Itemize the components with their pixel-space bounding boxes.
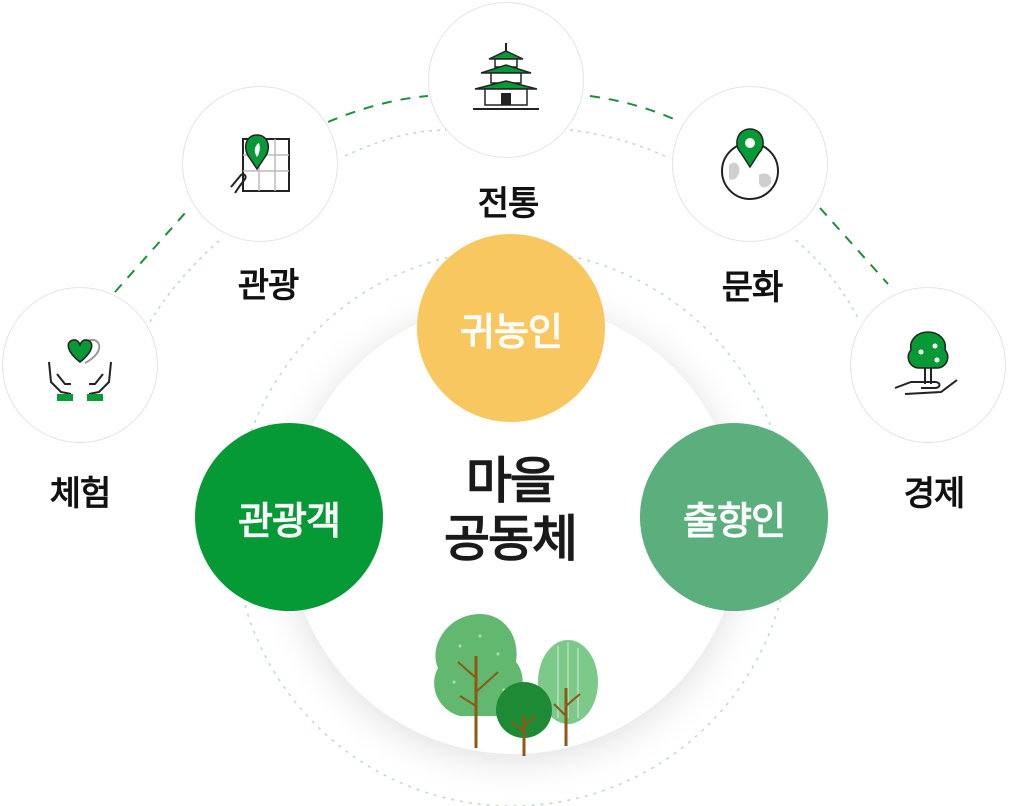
member-native: 출향인	[640, 423, 828, 611]
pagoda-icon	[473, 43, 539, 110]
label-economy: 경제	[903, 474, 966, 514]
forest-illustration	[434, 614, 598, 756]
center-title-line2: 공동체	[444, 510, 578, 568]
hand-tree-icon	[894, 331, 958, 395]
dash-tourism-tradition	[327, 95, 429, 123]
dash-tradition-culture	[589, 95, 677, 121]
label-experience: 체험	[49, 474, 112, 514]
dot-inner-top-right	[569, 129, 666, 157]
tree-medium	[434, 614, 523, 716]
map-pin-leaf-icon	[230, 134, 290, 194]
tradition-circle	[428, 2, 584, 158]
dot-inner-top-left	[344, 129, 447, 157]
dash-experience-tourism	[114, 211, 187, 293]
center-title-line1: 마을	[466, 452, 556, 510]
caring-hands-heart-icon	[48, 338, 112, 401]
tree-dark	[496, 682, 552, 738]
dash-culture-economy	[819, 207, 889, 285]
experience-circle	[2, 287, 158, 443]
dot-inner-right	[795, 239, 859, 319]
label-tourism: 관광	[237, 266, 300, 306]
tourism-circle	[182, 86, 338, 242]
economy-circle	[850, 287, 1006, 443]
label-culture: 문화	[721, 268, 784, 308]
member-tourist: 관광객	[195, 423, 383, 611]
member-returnee: 귀농인	[417, 234, 605, 422]
center-title: 마을 공동체	[380, 452, 640, 568]
globe-pin-icon	[721, 128, 779, 200]
label-tradition: 전통	[477, 184, 540, 224]
dot-inner-left	[149, 239, 221, 323]
culture-circle	[672, 86, 828, 242]
